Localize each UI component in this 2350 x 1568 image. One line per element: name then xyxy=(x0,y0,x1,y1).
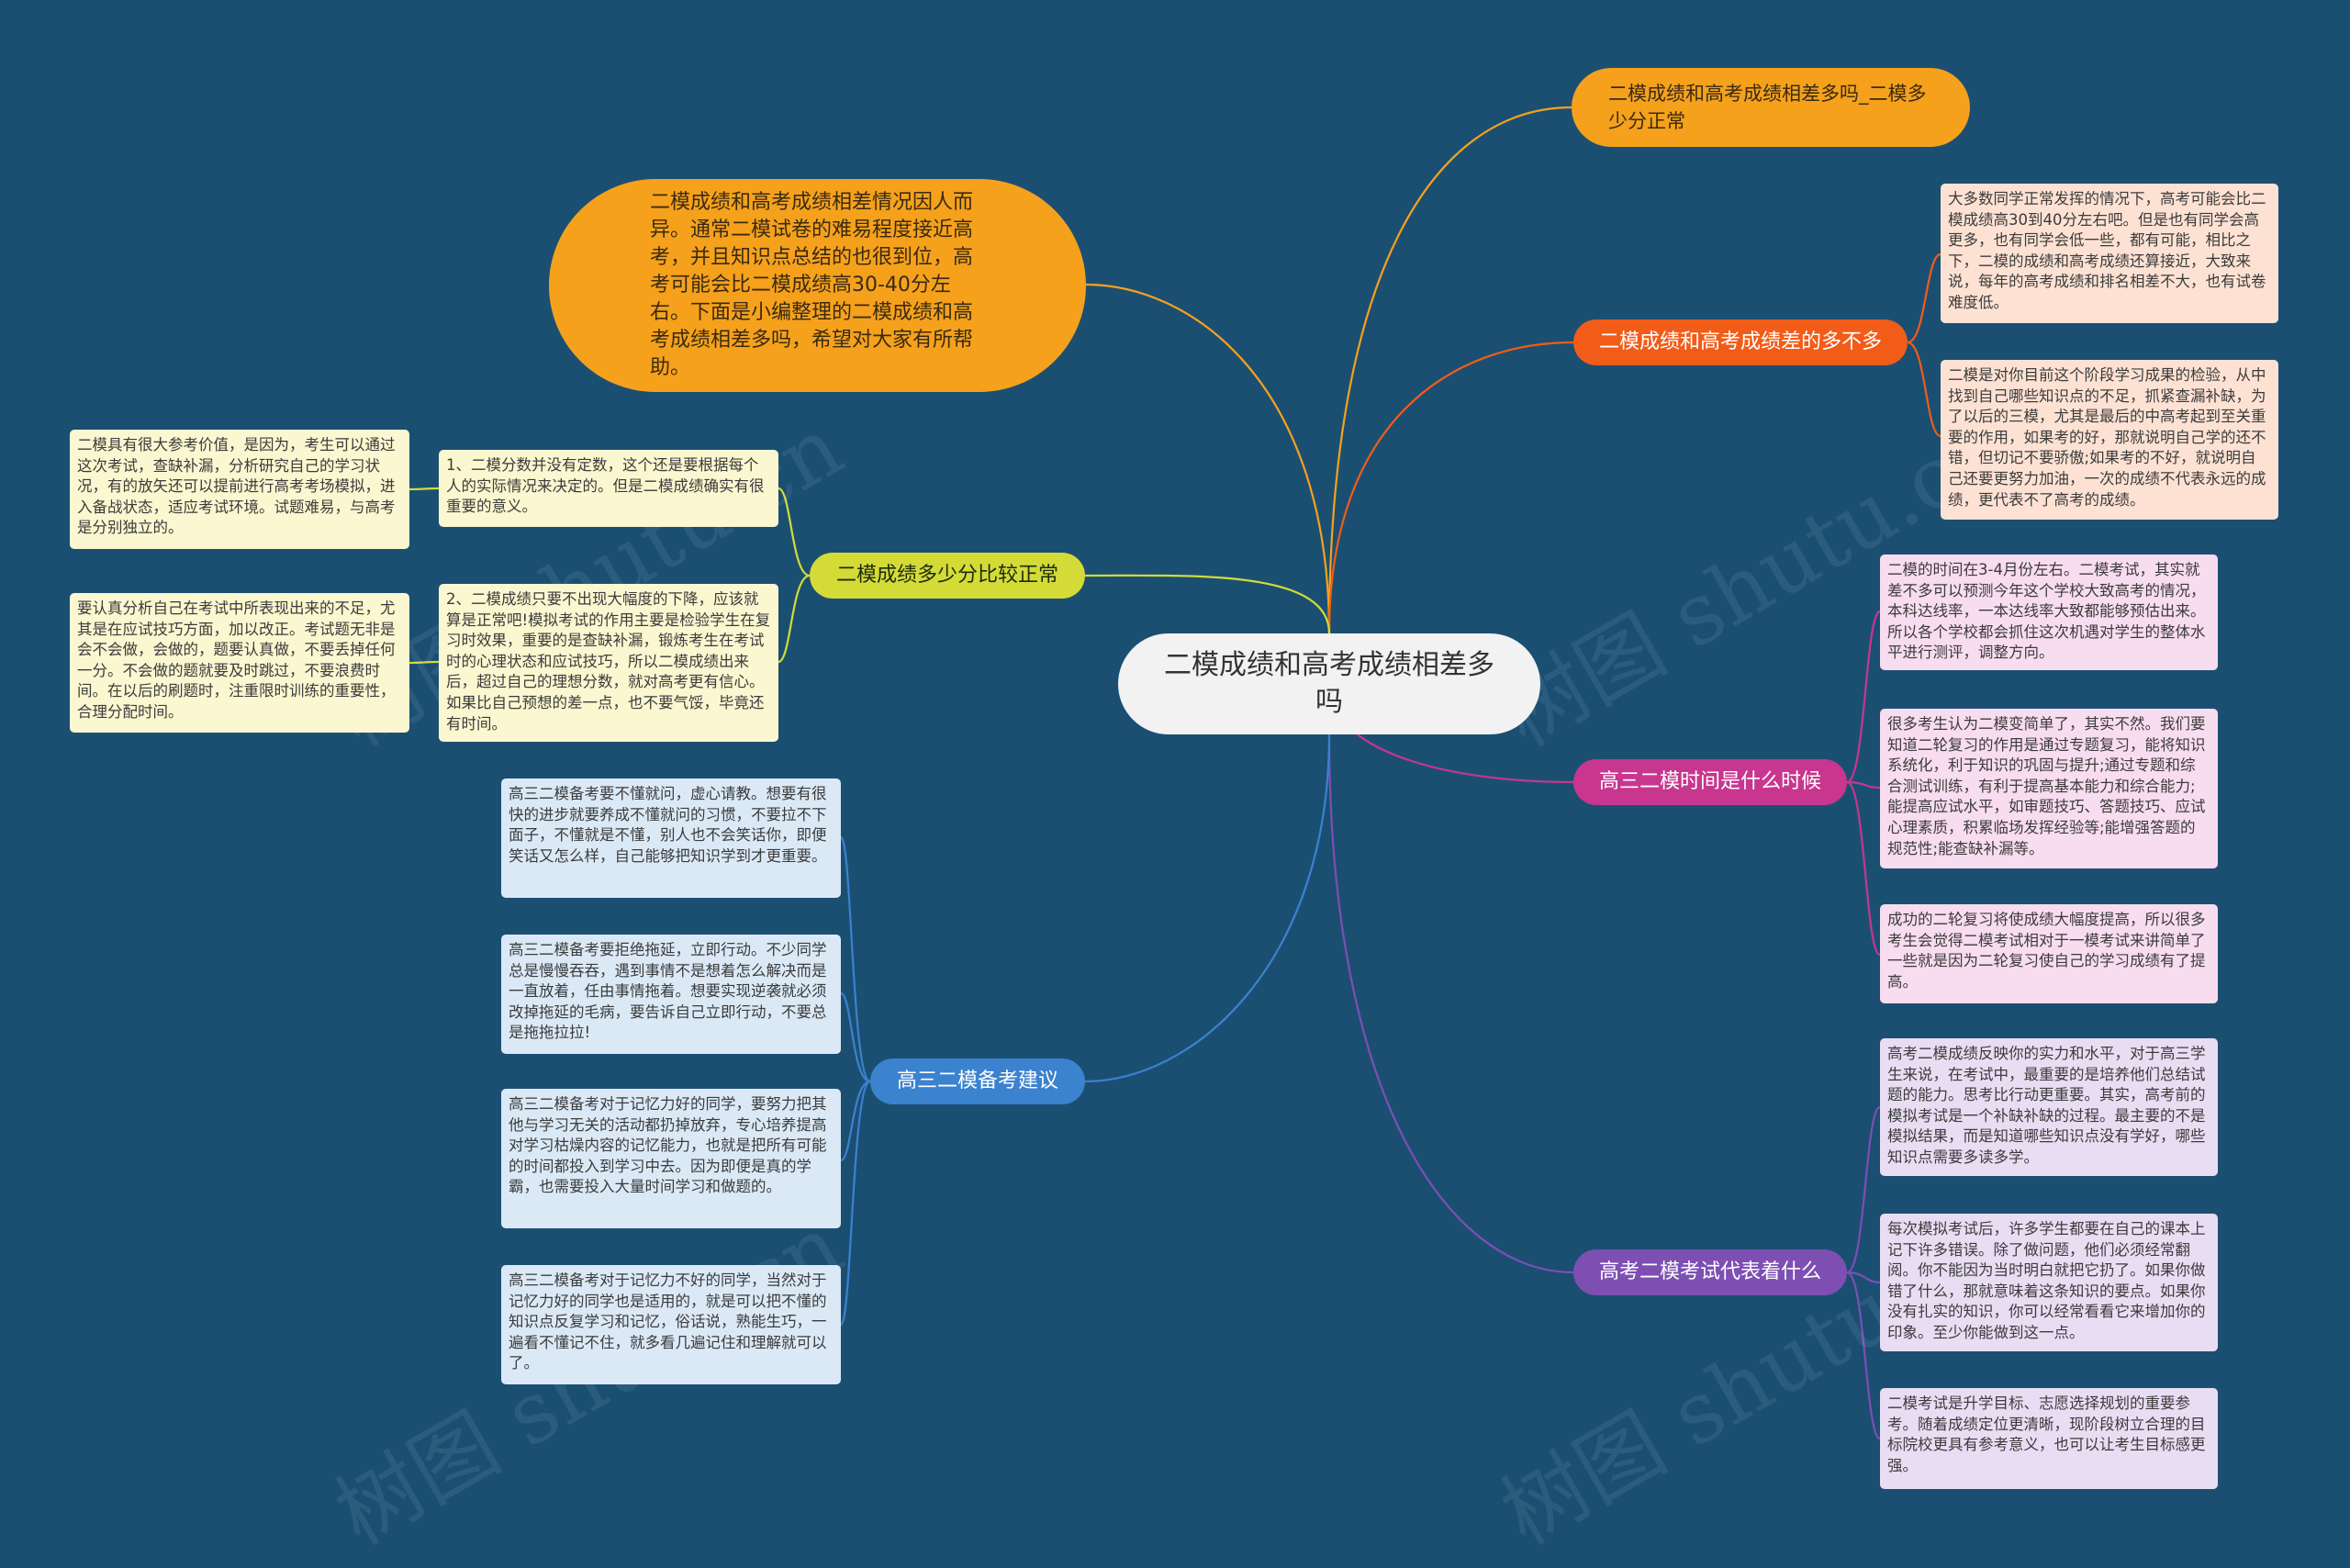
leaf-text: 成功的二轮复习将使成绩大幅度提高，所以很多考生会觉得二模考试相对于一模考试来讲简… xyxy=(1887,911,2206,991)
branch-label: 高三二模备考建议 xyxy=(896,1070,1058,1092)
leaf-text: 高三二模备考要不懂就问，虚心请教。想要有很快的进步就要养成不懂就问的习惯，不要拉… xyxy=(509,785,827,865)
leaf-prep-advice-3[interactable]: 高三二模备考对于记忆力好的同学，要努力把其他与学习无关的活动都扔掉放弃，专心培养… xyxy=(501,1089,841,1228)
leaf-text: 每次模拟考试后，许多学生都要在自己的课本上记下许多错误。除了做问题，他们必须经常… xyxy=(1887,1220,2206,1341)
leaf-prep-advice-1[interactable]: 高三二模备考要不懂就问，虚心请教。想要有很快的进步就要养成不懂就问的习惯，不要拉… xyxy=(501,778,841,898)
branch-exam-time[interactable]: 高三二模时间是什么时候 xyxy=(1573,759,1847,805)
link-blue xyxy=(1084,734,1331,1083)
leaf-normal-score-detail-2[interactable]: 要认真分析自己在考试中所表现出来的不足，尤其是在应试技巧方面，加以改正。考试题无… xyxy=(70,593,409,733)
leaf-score-gap-2[interactable]: 二模是对你目前这个阶段学习成果的检验，从中找到自己哪些知识点的不足，抓紧查漏补缺… xyxy=(1941,360,2278,520)
leaf-exam-time-2[interactable]: 很多考生认为二模变简单了，其实不然。我们要知道二轮复习的作用是通过专题复习，能将… xyxy=(1880,709,2218,868)
intro-summary[interactable]: 二模成绩和高考成绩相差情况因人而异。通常二模试卷的难易程度接近高考，并且知识点总… xyxy=(549,179,1086,392)
leaf-text: 二模的时间在3-4月份左右。二模考试，其实就差不多可以预测今年这个学校大致高考的… xyxy=(1887,561,2206,662)
intro-summary-text: 二模成绩和高考成绩相差情况因人而异。通常二模试卷的难易程度接近高考，并且知识点总… xyxy=(650,191,974,379)
leaf-exam-time-1[interactable]: 二模的时间在3-4月份左右。二模考试，其实就差不多可以预测今年这个学校大致高考的… xyxy=(1880,554,2218,670)
leaf-text: 高考二模成绩反映你的实力和水平，对于高三学生来说，在考试中，最重要的是培养他们总… xyxy=(1887,1045,2206,1166)
leaf-text: 二模是对你目前这个阶段学习成果的检验，从中找到自己哪些知识点的不足，抓紧查漏补缺… xyxy=(1948,366,2266,509)
branch-label: 高考二模考试代表着什么 xyxy=(1598,1260,1821,1283)
root-topic-label: 二模成绩和高考成绩相差多吗 xyxy=(1164,649,1494,718)
branch-normal-score[interactable]: 二模成绩多少分比较正常 xyxy=(810,553,1085,599)
topic-lead[interactable]: 二模成绩和高考成绩相差多吗_二模多少分正常 xyxy=(1572,68,1970,147)
leaf-text: 高三二模备考对于记忆力好的同学，要努力把其他与学习无关的活动都扔掉放弃，专心培养… xyxy=(509,1095,827,1196)
leaf-text: 大多数同学正常发挥的情况下，高考可能会比二模成绩高30到40分左右吧。但是也有同… xyxy=(1948,190,2266,311)
leaf-exam-meaning-1[interactable]: 高考二模成绩反映你的实力和水平，对于高三学生来说，在考试中，最重要的是培养他们总… xyxy=(1880,1038,2218,1176)
leaf-prep-advice-4[interactable]: 高三二模备考对于记忆力不好的同学，当然对于记忆力好的同学也是适用的，就是可以把不… xyxy=(501,1265,841,1384)
branch-label: 二模成绩多少分比较正常 xyxy=(835,564,1058,587)
leaf-score-gap-1[interactable]: 大多数同学正常发挥的情况下，高考可能会比二模成绩高30到40分左右吧。但是也有同… xyxy=(1941,184,2278,323)
leaf-text: 要认真分析自己在考试中所表现出来的不足，尤其是在应试技巧方面，加以改正。考试题无… xyxy=(77,599,396,721)
branch-label: 高三二模时间是什么时候 xyxy=(1598,770,1821,793)
leaf-prep-advice-2[interactable]: 高三二模备考要拒绝拖延，立即行动。不少同学总是慢慢吞吞，遇到事情不是想着怎么解决… xyxy=(501,935,841,1054)
branch-score-gap[interactable]: 二模成绩和高考成绩差的多不多 xyxy=(1573,319,1908,365)
leaf-text: 2、二模成绩只要不出现大幅度的下降，应该就算是正常吧!模拟考试的作用主要是检验学… xyxy=(446,590,771,733)
leaf-text: 1、二模分数并没有定数，这个还是要根据每个人的实际情况来决定的。但是二模成绩确实… xyxy=(446,456,765,516)
link-topic xyxy=(1327,106,1572,634)
branch-label: 二模成绩和高考成绩差的多不多 xyxy=(1598,330,1882,353)
leaf-exam-meaning-2[interactable]: 每次模拟考试后，许多学生都要在自己的课本上记下许多错误。除了做问题，他们必须经常… xyxy=(1880,1214,2218,1351)
branch-exam-meaning[interactable]: 高考二模考试代表着什么 xyxy=(1573,1249,1847,1295)
branch-prep-advice[interactable]: 高三二模备考建议 xyxy=(870,1058,1085,1104)
leaf-text: 二模考试是升学目标、志愿选择规划的重要参考。随着成绩定位更清晰，现阶段树立合理的… xyxy=(1887,1394,2206,1474)
leaf-exam-meaning-3[interactable]: 二模考试是升学目标、志愿选择规划的重要参考。随着成绩定位更清晰，现阶段树立合理的… xyxy=(1880,1388,2218,1489)
leaf-text: 高三二模备考要拒绝拖延，立即行动。不少同学总是慢慢吞吞，遇到事情不是想着怎么解决… xyxy=(509,941,827,1042)
leaf-text: 很多考生认为二模变简单了，其实不然。我们要知道二轮复习的作用是通过专题复习，能将… xyxy=(1887,715,2206,857)
leaf-exam-time-3[interactable]: 成功的二轮复习将使成绩大幅度提高，所以很多考生会觉得二模考试相对于一模考试来讲简… xyxy=(1880,904,2218,1003)
link-purple xyxy=(1327,734,1574,1274)
leaf-text: 高三二模备考对于记忆力不好的同学，当然对于记忆力好的同学也是适用的，就是可以把不… xyxy=(509,1271,827,1372)
link-orange xyxy=(1327,341,1574,634)
link-yellow xyxy=(1084,574,1331,634)
link-intro xyxy=(1085,283,1331,634)
leaf-normal-score-detail-1[interactable]: 二模具有很大参考价值，是因为，考生可以通过这次考试，查缺补漏，分析研究自己的学习… xyxy=(70,430,409,549)
topic-lead-label: 二模成绩和高考成绩相差多吗_二模多少分正常 xyxy=(1608,83,1927,132)
leaf-normal-score-1[interactable]: 1、二模分数并没有定数，这个还是要根据每个人的实际情况来决定的。但是二模成绩确实… xyxy=(439,450,778,527)
leaf-normal-score-2[interactable]: 2、二模成绩只要不出现大幅度的下降，应该就算是正常吧!模拟考试的作用主要是检验学… xyxy=(439,584,778,742)
root-topic[interactable]: 二模成绩和高考成绩相差多吗 xyxy=(1118,633,1540,734)
leaf-text: 二模具有很大参考价值，是因为，考生可以通过这次考试，查缺补漏，分析研究自己的学习… xyxy=(77,436,396,537)
